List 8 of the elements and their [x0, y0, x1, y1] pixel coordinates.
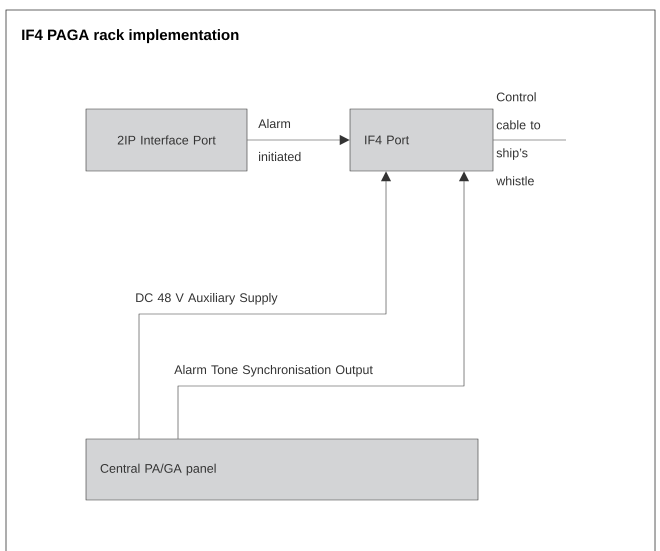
edge-label: DC 48 V Auxiliary Supply — [136, 292, 278, 305]
process-box: IF4 Port — [350, 108, 494, 172]
process-box: Central PA/GA panel — [86, 438, 478, 500]
edge-label: Control cable to ship’s whistle — [496, 92, 540, 186]
process-box: 2IP Interface Port — [86, 108, 248, 172]
edge-label: Alarm initiated — [258, 118, 300, 162]
title: IF4 PAGA rack implementation — [22, 29, 238, 44]
edge-label: Alarm Tone Synchronisation Output — [174, 364, 373, 377]
